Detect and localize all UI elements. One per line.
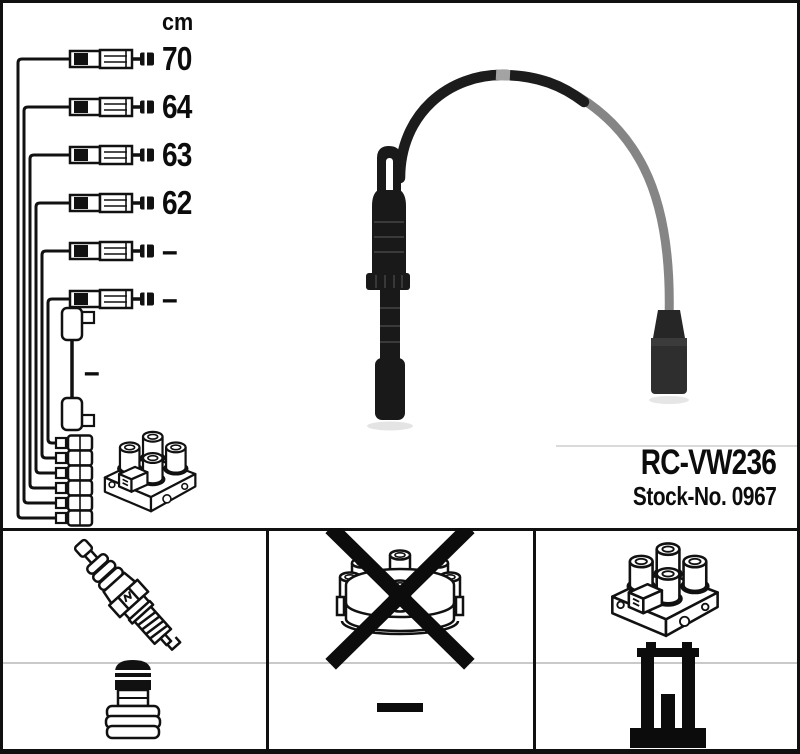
photo-edge-line [556,445,797,447]
legend-grid-top-border [0,528,800,531]
unit-header: cm [162,9,194,36]
sleeve-joint [495,69,511,81]
coil-connector-photo [651,310,687,394]
cable-length-5: – [162,232,178,269]
legend-icons [73,528,719,748]
boot-shadow [367,421,413,431]
cable-photo [366,69,689,431]
connector-shadow [649,396,689,404]
cable-length-4: 62 [162,184,192,221]
cable-length-6: – [162,280,178,317]
cable-schematic [16,48,197,527]
spark-plug-boot-photo [366,146,410,420]
coil-wire-length: – [84,353,100,390]
cable-length-3: 63 [162,136,192,173]
cable-row-drawings [68,48,156,310]
legend-grid-col-divider-1 [266,531,269,751]
stock-number: Stock-No. 0967 [632,481,776,511]
ignition-coil-icon [611,542,719,638]
cable-length-2: 64 [162,88,192,125]
legend-grid-col-divider-2 [533,531,536,751]
plug-boot-icon [104,660,162,740]
dash-icon [377,703,423,712]
coil-connector-icon [630,642,706,748]
cross-out-x [325,528,475,670]
legend-grid-row-divider [3,662,797,664]
distributor-cap-icon [325,528,475,670]
ignition-coil-drawing [103,430,197,513]
part-number: RC-VW236 [640,443,777,482]
cable-black-sleeve [394,69,590,184]
connector-bundle [54,434,94,527]
wiring-bracket-lines [16,57,70,520]
coil-wire-drawing [60,306,96,432]
cable-length-1: 70 [162,40,192,77]
cable-gray-section [395,70,674,325]
spark-plug-icon [73,538,182,651]
